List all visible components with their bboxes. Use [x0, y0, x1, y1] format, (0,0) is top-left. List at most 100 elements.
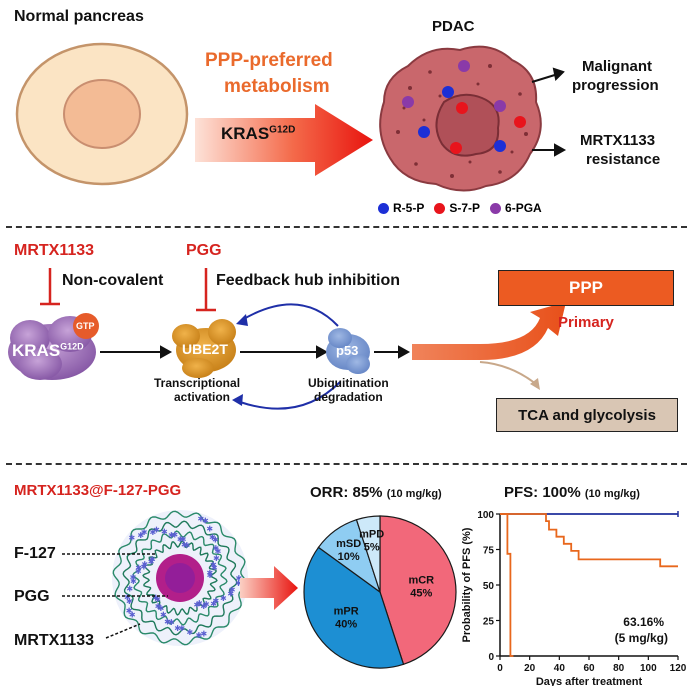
normal-pancreas-label: Normal pancreas — [14, 8, 144, 25]
drug-molecule-icon: ✱ — [149, 555, 156, 564]
resistance-line2: resistance — [586, 151, 661, 168]
drug-molecule-icon: ✱ — [130, 573, 137, 582]
divider-top — [6, 226, 687, 228]
mechanism-diagram — [8, 268, 566, 410]
pgg-np-label: PGG — [14, 588, 50, 605]
drug-molecule-icon: ✱ — [207, 571, 214, 580]
drug-molecule-icon: ✱ — [196, 631, 203, 640]
legend-item-s7p: S-7-P — [434, 201, 480, 215]
metabolite-legend: R-5-P S-7-P 6-PGA — [378, 200, 542, 216]
drug-molecule-icon: ✱ — [196, 599, 203, 608]
mrtx1133-np-label: MRTX1133 — [14, 632, 95, 649]
malignant-line2: progression — [572, 77, 659, 94]
r5p-dot — [494, 140, 506, 152]
x-tick-label: 20 — [524, 663, 536, 674]
drug-molecule-icon: ✱ — [206, 525, 213, 534]
drug-molecule-icon: ✱ — [177, 535, 184, 544]
legend-item-6pga: 6-PGA — [490, 201, 542, 215]
drug-molecule-icon: ✱ — [210, 561, 217, 570]
y-tick-label: 25 — [483, 617, 495, 628]
drug-molecule-icon: ✱ — [154, 595, 161, 604]
nanoparticle-illustration: ✱✱✱✱✱✱✱✱✱✱✱✱✱✱✱✱✱✱✱✱✱✱✱✱✱✱✱✱✱✱✱✱✱✱✱✱✱✱✱✱… — [112, 510, 248, 646]
ppp-flow-arrow — [412, 302, 566, 360]
drug-molecule-icon: ✱ — [220, 594, 227, 603]
legend-dot — [490, 202, 502, 214]
drug-molecule-icon: ✱ — [194, 601, 201, 610]
pdac-nucleus — [435, 93, 500, 157]
drug-molecule-icon: ✱ — [130, 577, 137, 586]
x-axis-label: Days after treatment — [536, 676, 643, 686]
activation-label: activation — [174, 390, 231, 404]
drug-molecule-icon: ✱ — [126, 597, 133, 606]
ppp-preferred-line2: metabolism — [224, 76, 330, 97]
drug-molecule-icon: ✱ — [200, 629, 207, 638]
6pga-dot — [458, 60, 470, 72]
pie-value-mPD: 5% — [364, 542, 380, 554]
legend-item-r5p: R-5-P — [378, 201, 424, 215]
divider-bottom — [6, 463, 687, 465]
ubiquitination-label: Ubiquitination — [308, 376, 389, 390]
drug-molecule-icon: ✱ — [235, 579, 242, 588]
gtp-label: GTP — [76, 321, 95, 331]
drug-molecule-icon: ✱ — [211, 564, 218, 573]
drug-molecule-icon: ✱ — [210, 599, 217, 608]
tca-box: TCA and glycolysis — [496, 398, 678, 432]
drug-molecule-icon: ✱ — [160, 611, 167, 620]
ppp-preferred-line1: PPP-preferred — [205, 50, 333, 71]
pie-label-mPD: mPD — [359, 529, 384, 541]
pie-slice-mPR — [303, 546, 405, 669]
y-tick-label: 100 — [477, 510, 494, 521]
pie-label-mPR: mPR — [334, 606, 359, 618]
drug-molecule-icon: ✱ — [200, 602, 207, 611]
ppp-box: PPP — [498, 270, 674, 306]
drug-molecule-icon: ✱ — [152, 593, 159, 602]
drug-molecule-icon: ✱ — [180, 535, 187, 544]
drug-molecule-icon: ✱ — [141, 563, 148, 572]
drug-molecule-icon: ✱ — [227, 590, 234, 599]
r5p-dot — [442, 86, 454, 98]
drug-molecule-icon: ✱ — [197, 515, 204, 524]
kras-label: KRASG12D — [221, 124, 296, 143]
pdac-cell-illustration — [379, 45, 542, 192]
drug-molecule-icon: ✱ — [129, 611, 136, 620]
s7p-dot — [514, 116, 526, 128]
ube2t-label: UBE2T — [182, 341, 228, 357]
x-tick-label: 100 — [640, 663, 657, 674]
drug-molecule-icon: ✱ — [161, 528, 168, 537]
drug-molecule-icon: ✱ — [171, 530, 178, 539]
drug-molecule-icon: ✱ — [212, 544, 219, 553]
drug-molecule-icon: ✱ — [126, 584, 133, 593]
pie-value-mCR: 45% — [410, 588, 432, 600]
drug-molecule-icon: ✱ — [124, 593, 131, 602]
drug-pgg-label: PGG — [186, 242, 222, 259]
drug-molecule-icon: ✱ — [153, 526, 160, 535]
drug-molecule-icon: ✱ — [128, 534, 135, 543]
normal-cell-illustration — [15, 42, 189, 186]
f127-label: F-127 — [14, 545, 56, 562]
pie-label-mSD: mSD — [336, 538, 361, 550]
x-tick-label: 0 — [497, 663, 503, 674]
formulation-label: MRTX1133@F-127-PGG — [14, 482, 182, 499]
drug-molecule-icon: ✱ — [213, 554, 220, 563]
p53-protein-shape — [326, 328, 370, 374]
pfs-title: PFS: 100% (10 mg/kg) — [504, 484, 640, 501]
pfs-annotation-value: 63.16% — [623, 615, 664, 629]
x-tick-label: 80 — [613, 663, 625, 674]
primary-label: Primary — [558, 314, 614, 331]
y-axis-label: Probability of PFS (%) — [461, 527, 473, 642]
drug-molecule-icon: ✱ — [164, 617, 171, 626]
legend-dot — [434, 202, 446, 214]
drug-molecule-icon: ✱ — [181, 540, 188, 549]
feedback-label: Feedback hub inhibition — [216, 272, 400, 289]
pie-slice-mPD — [355, 515, 381, 593]
degradation-label: degradation — [314, 390, 383, 404]
p53-label: p53 — [336, 343, 359, 358]
x-tick-label: 120 — [670, 663, 687, 674]
drug-molecule-icon: ✱ — [202, 517, 209, 526]
r5p-dot — [418, 126, 430, 138]
normal-nucleus — [63, 79, 141, 149]
km-series-1 — [500, 513, 678, 568]
resistance-line1: MRTX1133 — [580, 132, 656, 149]
drug-molecule-icon: ✱ — [168, 531, 175, 540]
